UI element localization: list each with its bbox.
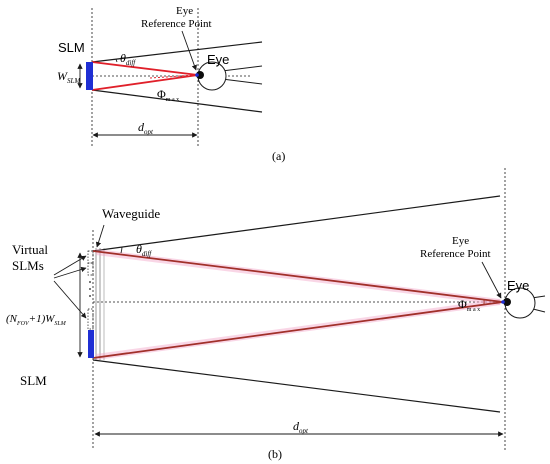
eye-label-b: Eye bbox=[507, 278, 529, 293]
ellipsis-dot-1 bbox=[89, 281, 91, 283]
slm-label: SLM bbox=[58, 40, 85, 55]
virtual-slm-2 bbox=[87, 262, 94, 276]
virtual-slms-label-line1: Virtual bbox=[12, 242, 48, 257]
slm-block bbox=[86, 62, 93, 90]
phi-max-label-b: Φm a x bbox=[458, 297, 480, 313]
theta-arc-b bbox=[120, 246, 123, 254]
eye-pupil bbox=[196, 71, 204, 79]
eye-ref-label-line2: Reference Point bbox=[141, 18, 212, 30]
d-opt-label-b: dopt bbox=[293, 419, 309, 435]
virtual-slm-1 bbox=[87, 250, 94, 264]
theta-arc bbox=[115, 58, 118, 63]
d-opt-label: dopt bbox=[138, 120, 154, 136]
cone-bottom-edge-b bbox=[92, 359, 501, 413]
cone-top-edge-b bbox=[92, 195, 501, 252]
waveguide-label: Waveguide bbox=[102, 206, 160, 221]
slm-block-b bbox=[88, 330, 94, 358]
n-fov-formula: (NFOV+1)WSLM bbox=[6, 313, 67, 327]
ellipsis-dot-2 bbox=[89, 288, 91, 290]
eye-ref-label-line1-b: Eye bbox=[452, 235, 469, 247]
eye-ref-label-line2-b: Reference Point bbox=[420, 248, 491, 260]
cone-top-edge bbox=[91, 41, 263, 63]
virtual-pointer-3 bbox=[53, 280, 87, 319]
cone-bottom-edge bbox=[91, 89, 263, 113]
red-ray-bottom bbox=[91, 74, 199, 91]
eye-pupil-b bbox=[503, 298, 511, 306]
red-ray-top bbox=[91, 61, 199, 76]
slm-label-b: SLM bbox=[20, 373, 47, 388]
w-slm-label: WSLM bbox=[57, 69, 81, 85]
eye-ref-arrow bbox=[181, 30, 197, 71]
red-ray-bottom-b bbox=[92, 301, 504, 359]
eye-ref-arrow-b bbox=[481, 261, 502, 299]
ellipsis-dot-3 bbox=[89, 295, 91, 297]
eye-label: Eye bbox=[207, 52, 229, 67]
phi-max-label: Φm a x bbox=[157, 87, 179, 103]
theta-label: θdiff bbox=[120, 51, 136, 67]
panel-a: SLM WSLM θdiff Eye Reference Point Eye Φ… bbox=[57, 5, 285, 163]
caption-b: (b) bbox=[268, 447, 282, 461]
virtual-pointer-2 bbox=[53, 266, 87, 279]
virtual-slm-3 bbox=[87, 308, 94, 330]
eye-reference-point-b bbox=[501, 300, 505, 304]
eye-ref-label-line1: Eye bbox=[176, 5, 193, 17]
virtual-pointer-1 bbox=[53, 255, 87, 276]
eye-reference-point bbox=[195, 73, 199, 77]
panel-b: Waveguide θdiff Virtual SLMs (NFOV+1)WSL… bbox=[6, 168, 546, 461]
theta-label-b: θdiff bbox=[136, 242, 152, 258]
virtual-slms-label-line2: SLMs bbox=[12, 258, 44, 273]
red-ray-top-b bbox=[92, 250, 504, 303]
waveguide-pointer bbox=[95, 224, 105, 248]
caption-a: (a) bbox=[272, 149, 285, 163]
